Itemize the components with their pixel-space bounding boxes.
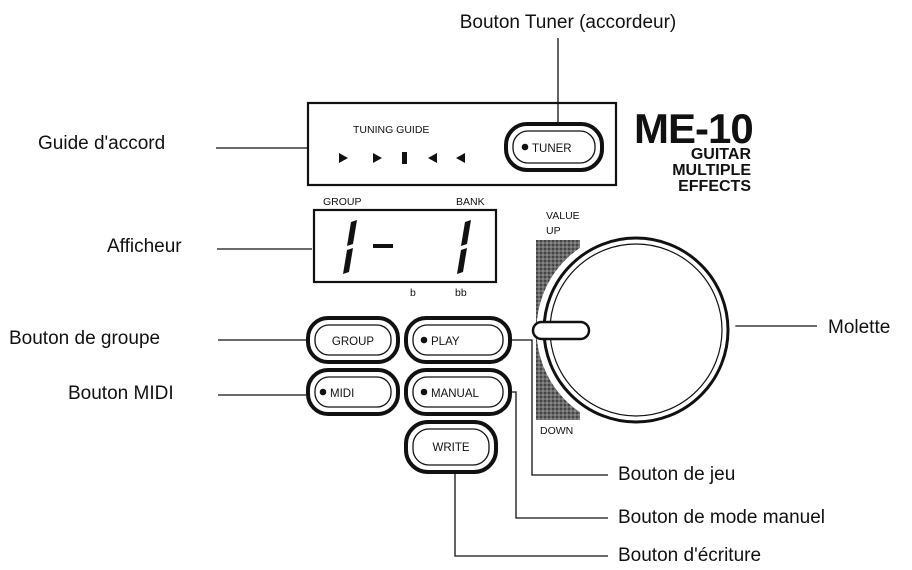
dial-down-label: DOWN — [540, 425, 573, 437]
callout-dial: Molette — [828, 317, 890, 338]
tuner-button-label: TUNER — [532, 143, 572, 155]
callout-tuning-guide: Guide d'accord — [38, 133, 165, 154]
display-dash — [373, 244, 393, 248]
dial-value-label: VALUE — [546, 210, 580, 222]
callout-tuner-button: Bouton Tuner (accordeur) — [460, 12, 677, 33]
callout-play-button: Bouton de jeu — [618, 464, 735, 485]
display-digit-right — [457, 220, 471, 274]
tuning-arrow-right-2 — [373, 153, 382, 163]
tuning-guide-panel — [306, 101, 618, 187]
manual-led-icon — [420, 388, 428, 396]
leader-play — [510, 339, 608, 476]
brand-line1: GUITAR — [691, 146, 752, 163]
write-button[interactable]: WRITE — [404, 420, 498, 474]
tuning-arrow-right-1 — [339, 153, 348, 163]
brand-line3: EFFECTS — [678, 178, 751, 195]
value-dial[interactable] — [531, 236, 730, 424]
tuner-led-icon — [521, 143, 529, 151]
display-digit-left — [343, 220, 357, 274]
callout-midi-button: Bouton MIDI — [68, 383, 174, 404]
brand-model: ME-10 — [634, 105, 753, 152]
play-led-icon — [420, 336, 428, 344]
display-flat-right: bb — [455, 287, 467, 299]
midi-led-icon — [319, 388, 327, 396]
display-screen — [312, 208, 498, 284]
tuning-arrow-left-1 — [428, 153, 437, 163]
brand-line2: MULTIPLE — [672, 162, 751, 179]
brand-logo: ME-10 GUITAR MULTIPLE EFFECTS — [634, 105, 754, 195]
leader-manual — [510, 391, 608, 519]
dial-up-label: UP — [546, 225, 561, 237]
tuner-button[interactable]: TUNER — [504, 122, 604, 172]
group-button-label: GROUP — [332, 336, 375, 348]
dial-indicator-notch — [531, 320, 591, 341]
callout-write-button: Bouton d'écriture — [618, 545, 761, 566]
manual-button-label: MANUAL — [431, 388, 480, 400]
group-button[interactable]: GROUP — [306, 316, 400, 364]
play-button-label: PLAY — [431, 336, 460, 348]
callout-group-button: Bouton de groupe — [9, 328, 160, 349]
display-bank-label: BANK — [456, 196, 485, 208]
tuning-arrow-left-2 — [456, 153, 465, 163]
leader-write — [454, 474, 608, 557]
midi-button[interactable]: MIDI — [306, 368, 400, 416]
play-button[interactable]: PLAY — [404, 316, 512, 364]
write-button-label: WRITE — [432, 442, 469, 454]
tuning-guide-label: TUNING GUIDE — [353, 124, 429, 136]
display-flat-left: b — [410, 287, 416, 299]
midi-button-label: MIDI — [330, 388, 354, 400]
manual-button[interactable]: MANUAL — [404, 368, 512, 416]
tuning-center-bar — [402, 152, 407, 164]
callout-display: Afficheur — [107, 236, 182, 257]
display-group-label: GROUP — [323, 196, 362, 208]
callout-manual-button: Bouton de mode manuel — [618, 507, 825, 528]
